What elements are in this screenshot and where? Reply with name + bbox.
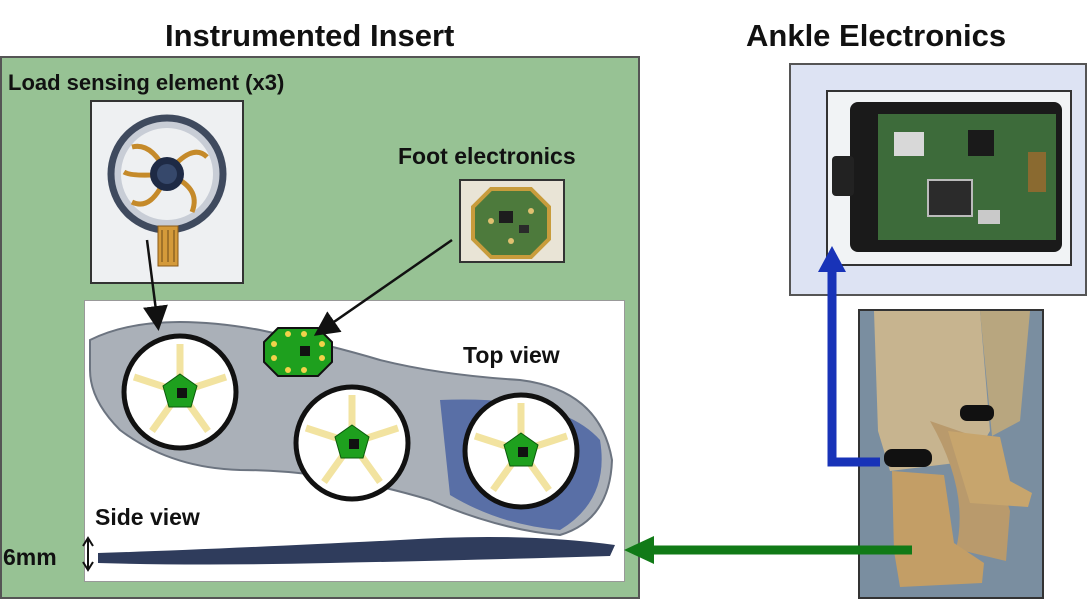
thickness-arrow-bottom [82, 561, 94, 572]
sensor-pointer-arrow [143, 239, 168, 331]
ankle-electronics-photo [826, 90, 1072, 266]
green-arrowhead [624, 536, 654, 564]
foot-electronics-image [471, 187, 551, 259]
blue-connection-arrow [827, 268, 880, 467]
load-sensor-glyph-1 [121, 333, 239, 451]
load-sensing-element-photo [90, 100, 244, 284]
leg-image [860, 311, 1042, 597]
instrumented-insert-title: Instrumented Insert [165, 18, 455, 53]
foot-electronics-label: Foot electronics [398, 143, 576, 169]
foot-electronics-pointer-arrow [313, 238, 453, 336]
leg-with-ankle-electronics-photo [858, 309, 1044, 599]
side-view-label: Side view [95, 504, 200, 530]
thickness-arrow-top [82, 536, 94, 547]
thickness-label: 6mm [3, 544, 57, 570]
blue-arrowhead [818, 246, 846, 272]
load-sensing-element-image [107, 114, 227, 267]
load-sensor-glyph-2 [293, 384, 411, 502]
top-view-label: Top view [463, 342, 560, 368]
load-sensing-element-label: Load sensing element (x3) [8, 70, 285, 95]
insert-side-view-shape [98, 536, 615, 565]
load-sensor-glyph-3 [462, 392, 580, 510]
foot-electronics-photo [459, 179, 565, 263]
ankle-electronics-image [832, 102, 1062, 252]
ankle-electronics-title: Ankle Electronics [746, 18, 1007, 53]
foot-electronics-glyph [263, 327, 333, 377]
